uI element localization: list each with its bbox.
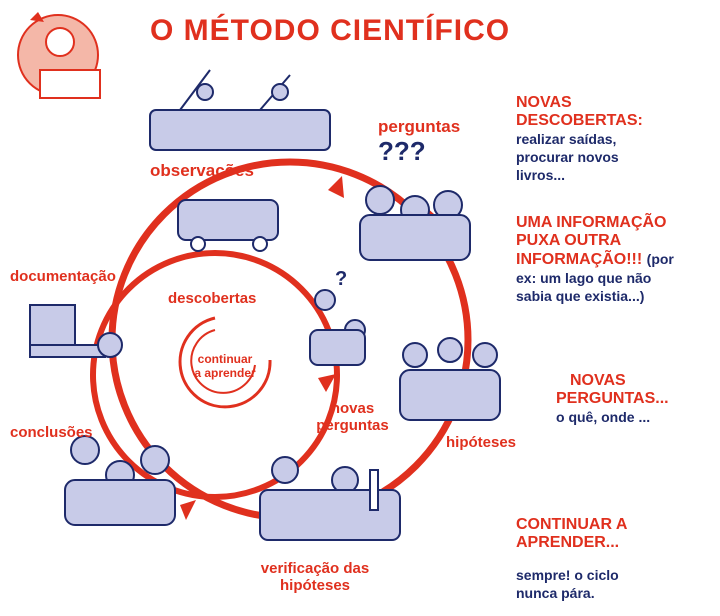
arrow-head [318, 374, 336, 392]
svg-text:?: ? [335, 268, 347, 290]
label-descobertas: descobertas [168, 290, 257, 307]
conclusions-illustration [64, 435, 176, 526]
documentation-illustration [29, 304, 123, 358]
bus-illustration [177, 199, 279, 252]
label-perguntas: perguntas [378, 117, 461, 136]
note-novas-descobertas: NOVAS DESCOBERTAS: realizar saídas, proc… [516, 94, 716, 184]
label-verificacao-line2: hipóteses [279, 577, 351, 594]
note1-head1: NOVAS [516, 94, 572, 111]
verification-illustration [259, 456, 401, 541]
scientist-logo-illustration [17, 12, 101, 99]
note-uma-informacao: UMA INFORMAÇÃO PUXA OUTRA INFORMAÇÃO!!! … [516, 214, 720, 305]
note4-body1: sempre! o ciclo [516, 567, 619, 583]
arrow-head [180, 500, 196, 520]
label-center-line1: continuar [197, 352, 253, 366]
label-hipoteses: hipóteses [446, 434, 517, 451]
note1-body3: livros... [516, 167, 566, 183]
note3-head1: NOVAS [570, 372, 626, 389]
label-documentacao: documentação [10, 268, 116, 285]
label-verificacao: verificação das hipóteses [240, 560, 390, 594]
label-center-line2: a aprender [194, 366, 256, 380]
center-swirl [178, 316, 272, 409]
note3-body1: o quê, onde ... [556, 409, 651, 425]
questions-illustration: ??? [359, 136, 471, 261]
label-center: continuar a aprender [180, 352, 270, 380]
arrow-head [328, 176, 344, 198]
label-novas-perguntas: novas perguntas [310, 400, 395, 434]
note4-head1: CONTINUAR A [516, 516, 628, 533]
new-questions-illustration: ? [309, 268, 366, 366]
note2-body1: ex: um lago que não [516, 270, 652, 286]
note2-body0: (por [646, 251, 674, 267]
svg-text:???: ??? [378, 136, 426, 166]
note1-body2: procurar novos [516, 149, 619, 165]
note4-head2: APRENDER... [516, 534, 620, 551]
note1-body1: realizar saídas, [516, 131, 617, 147]
observation-illustration [149, 69, 331, 151]
note2-line3: INFORMAÇÃO!!! (por [516, 250, 720, 269]
label-novas-line2: perguntas [316, 417, 389, 434]
hypotheses-illustration [399, 337, 501, 421]
label-observacoes: observações [150, 161, 254, 180]
page-title: O MÉTODO CIENTÍFICO [150, 14, 511, 47]
note2-head3: INFORMAÇÃO!!! [516, 251, 643, 268]
note-continuar-a-aprender: CONTINUAR A APRENDER... sempre! o ciclo … [516, 516, 716, 602]
note3-head2: PERGUNTAS... [556, 390, 669, 407]
note2-head2: PUXA OUTRA [516, 232, 622, 249]
inner-cycle-ring [90, 250, 340, 500]
note-novas-perguntas: NOVAS PERGUNTAS... o quê, onde ... [556, 372, 716, 426]
note2-body2: sabia que existia...) [516, 288, 645, 304]
note1-head2: DESCOBERTAS: [516, 112, 643, 129]
center-swirl-inner [190, 329, 256, 394]
label-verificacao-line1: verificação das [260, 560, 370, 577]
note4-body2: nunca pára. [516, 585, 595, 601]
label-novas-line1: novas [330, 400, 375, 417]
note2-head1: UMA INFORMAÇÃO [516, 214, 667, 231]
label-conclusoes: conclusões [10, 424, 93, 441]
